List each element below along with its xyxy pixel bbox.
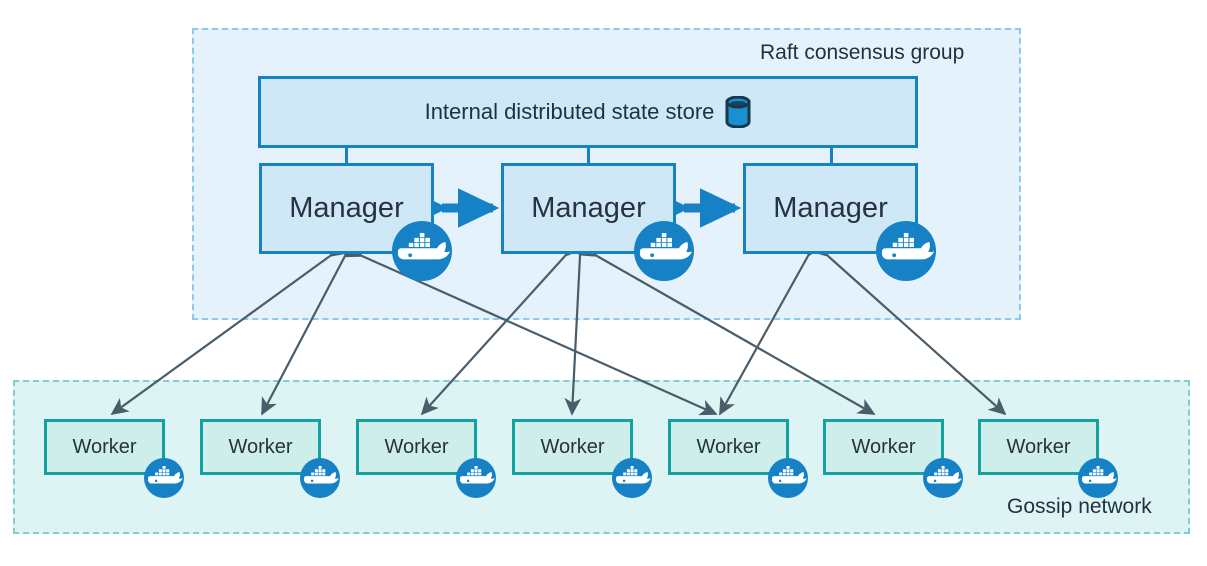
link-manager2-worker4 <box>564 239 590 416</box>
worker-node-5[interactable]: Worker <box>668 419 789 475</box>
store-to-manager-3-connector <box>830 148 833 163</box>
link-manager3-worker5 <box>719 238 824 416</box>
database-cylinder-icon <box>725 95 751 129</box>
worker-node-2[interactable]: Worker <box>200 419 321 475</box>
worker-node-2-label: Worker <box>228 435 293 458</box>
worker-node-3[interactable]: Worker <box>356 419 477 475</box>
docker-whale-icon-manager-2 <box>634 221 694 281</box>
worker-node-7[interactable]: Worker <box>978 419 1099 475</box>
docker-whale-icon-manager-3 <box>876 221 936 281</box>
link-manager1-worker2 <box>261 238 360 416</box>
docker-whale-icon-worker-4 <box>612 458 652 498</box>
docker-whale-icon-worker-3 <box>456 458 496 498</box>
worker-node-6-label: Worker <box>851 435 916 458</box>
docker-whale-icon-manager-1 <box>392 221 452 281</box>
raft-consensus-group-label: Raft consensus group <box>760 41 965 64</box>
worker-node-1-label: Worker <box>72 435 137 458</box>
manager-node-3-label: Manager <box>773 192 888 224</box>
link-manager2-worker3 <box>420 238 582 416</box>
store-to-manager-1-connector <box>345 148 348 163</box>
docker-whale-icon-worker-2 <box>300 458 340 498</box>
docker-whale-icon-worker-1 <box>144 458 184 498</box>
worker-node-1[interactable]: Worker <box>44 419 165 475</box>
manager-node-1-label: Manager <box>289 192 404 224</box>
worker-node-4[interactable]: Worker <box>512 419 633 475</box>
worker-node-6[interactable]: Worker <box>823 419 944 475</box>
internal-distributed-state-store-box[interactable]: Internal distributed state store <box>258 76 918 148</box>
docker-whale-icon-worker-5 <box>768 458 808 498</box>
worker-node-4-label: Worker <box>540 435 605 458</box>
store-to-manager-2-connector <box>587 148 590 163</box>
state-store-label: Internal distributed state store <box>424 99 715 124</box>
docker-whale-icon-worker-6 <box>923 458 963 498</box>
docker-whale-icon-worker-7 <box>1078 458 1118 498</box>
gossip-network-label: Gossip network <box>1007 495 1152 518</box>
link-manager3-worker7 <box>810 239 1007 416</box>
manager-node-2-label: Manager <box>531 192 646 224</box>
worker-node-7-label: Worker <box>1006 435 1071 458</box>
worker-node-5-label: Worker <box>696 435 761 458</box>
worker-node-3-label: Worker <box>384 435 449 458</box>
